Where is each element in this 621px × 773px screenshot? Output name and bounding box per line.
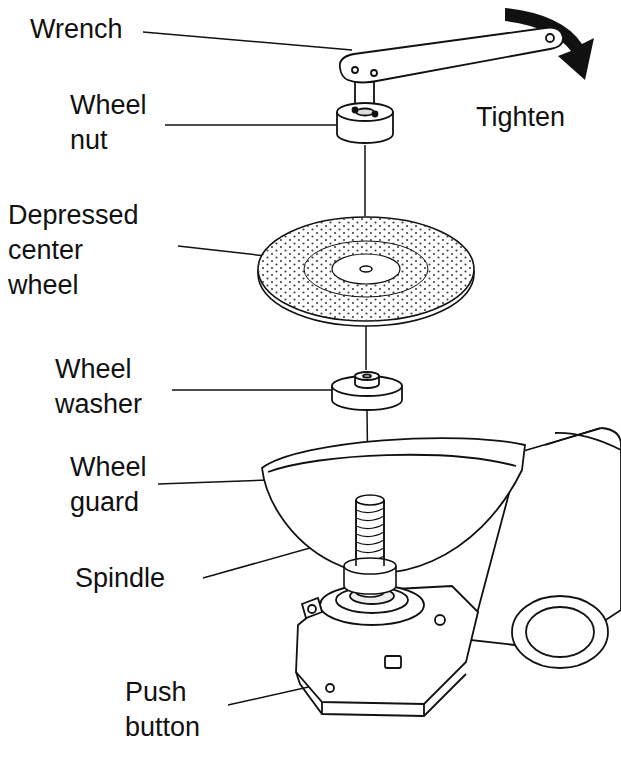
wrench-symbol [340,28,563,114]
part-label: Depressed center wheel [8,198,139,303]
part-label: Wheel washer [55,352,142,422]
leader-line [172,389,332,391]
part-label: Wheel nut [70,88,147,158]
leader-line [143,32,352,50]
part-label: Wheel guard [70,450,147,520]
axis-line [364,145,366,216]
leader-line [158,480,268,484]
wheel-nut-symbol [337,103,393,143]
grinder-body [262,428,621,716]
part-label: Tighten [476,100,565,135]
grinding-wheel-symbol [258,217,474,326]
part-label: Push button [125,675,200,745]
spindle-symbol [344,495,396,597]
wheel-washer-symbol [332,372,402,410]
axis-line [365,322,367,370]
part-label: Wrench [30,12,123,47]
leader-line [178,246,266,256]
leader-line [165,124,336,126]
part-label: Spindle [75,561,165,596]
